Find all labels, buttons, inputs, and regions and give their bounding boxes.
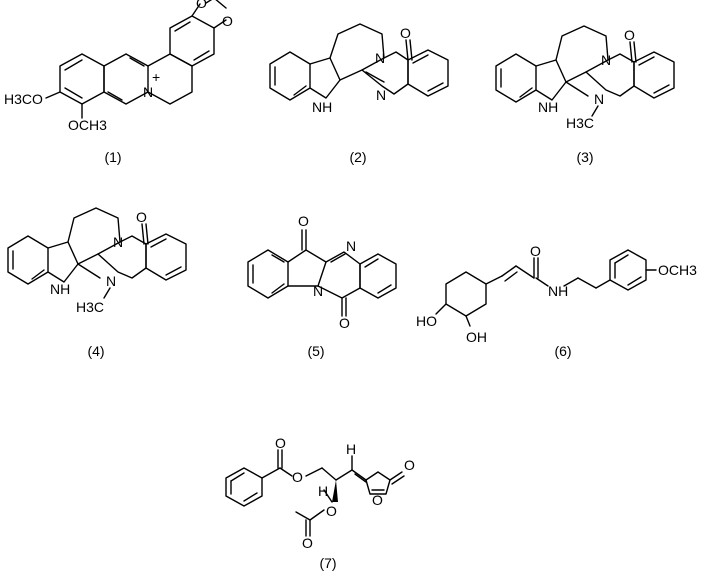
compound-7-oxygen-carbonyl: O — [275, 435, 286, 451]
compound-4-nh: NH — [50, 281, 70, 297]
compound-1-structure — [45, 0, 227, 119]
compound-3-structure — [495, 25, 675, 117]
compound-6-hydroxy-left: HO — [416, 313, 437, 329]
compound-6-hydroxy-bottom: OH — [466, 329, 487, 345]
compound-6-nh: NH — [548, 283, 568, 299]
compound-1-oxygen-1: O — [196, 0, 207, 11]
compound-5-nitrogen-1: N — [346, 238, 356, 254]
compound-5-structure — [247, 229, 397, 317]
compound-2-structure — [269, 23, 449, 101]
compound-6-structure — [435, 249, 657, 327]
compound-2-nh: NH — [312, 99, 332, 115]
compound-7-label: (7) — [319, 555, 336, 571]
compound-5-nitrogen-2: N — [313, 283, 323, 299]
compound-1-nitrogen: N — [143, 84, 153, 100]
compound-2-nitrogen-1: N — [375, 50, 385, 66]
compound-7-hydrogen-stereo: H — [318, 483, 328, 499]
compound-3-nitrogen-1: N — [601, 52, 611, 68]
compound-6-methoxy: OCH3 — [658, 262, 697, 278]
compound-3-methyl: H3C — [566, 115, 594, 131]
compound-4-structure — [7, 207, 187, 299]
compound-7-oxygen-acetyl: O — [302, 535, 313, 551]
compound-2-nitrogen-2: N — [376, 87, 386, 103]
compound-4-nitrogen-2: N — [106, 273, 116, 289]
compound-2-oxygen: O — [400, 25, 411, 41]
compound-3-nh: NH — [538, 99, 558, 115]
compound-3-label: (3) — [576, 149, 593, 165]
compound-7-oxygen-ester: O — [292, 469, 303, 485]
compound-5-oxygen-bottom: O — [339, 315, 350, 331]
compound-6-label: (6) — [554, 343, 571, 359]
compound-7-hydrogen-vinyl: H — [346, 441, 356, 457]
compound-7-structure — [225, 449, 405, 537]
compound-4-label: (4) — [87, 343, 104, 359]
compound-1-oxygen-2: O — [222, 13, 233, 29]
compound-5-oxygen-top: O — [298, 213, 309, 229]
compound-3-oxygen: O — [624, 27, 635, 43]
compound-4-methyl: H3C — [76, 299, 104, 315]
compound-1-methoxy-bottom: OCH3 — [68, 117, 107, 133]
compound-4-oxygen: O — [136, 209, 147, 225]
compound-3-nitrogen-2: N — [594, 91, 604, 107]
compound-7-oxygen-ring: O — [372, 492, 383, 508]
compound-1-charge: + — [152, 69, 160, 85]
compound-5-label: (5) — [307, 343, 324, 359]
compound-6-oxygen: O — [530, 243, 541, 259]
compound-7-oxygen-lactone: O — [404, 457, 415, 473]
compound-1-methoxy-left: H3CO — [4, 91, 43, 107]
compound-2-label: (2) — [349, 149, 366, 165]
compound-4-nitrogen-1: N — [113, 234, 123, 250]
compound-7-oxygen-acetate: O — [326, 503, 337, 519]
compound-1-label: (1) — [104, 149, 121, 165]
